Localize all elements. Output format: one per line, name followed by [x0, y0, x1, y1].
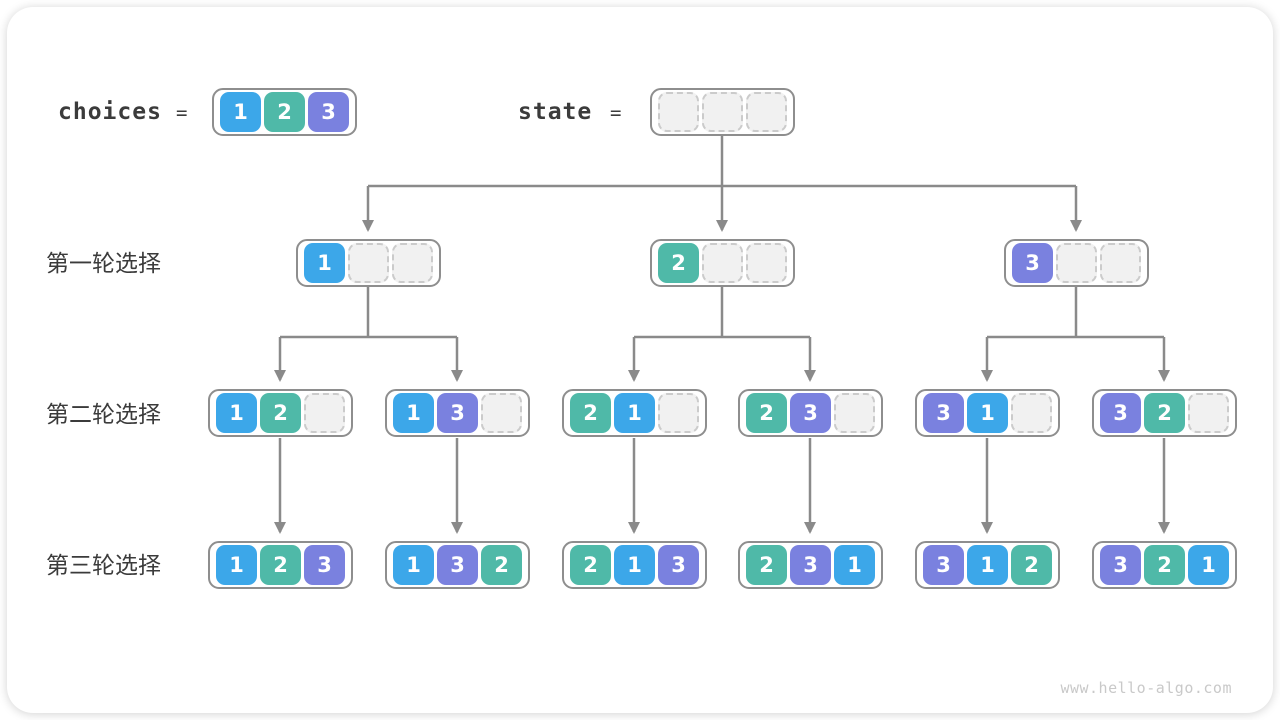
empty-cell: [834, 393, 875, 433]
state-label: state: [518, 99, 593, 125]
array-cell: 2: [570, 545, 611, 585]
state-box-round1: 1: [296, 239, 441, 287]
empty-cell: [1056, 243, 1097, 283]
empty-cell: [348, 243, 389, 283]
array-cell: 3: [923, 545, 964, 585]
empty-cell: [702, 92, 743, 132]
array-cell: 1: [304, 243, 345, 283]
array-cell: 1: [967, 393, 1008, 433]
array-cell: 1: [614, 393, 655, 433]
choices-label: choices: [58, 99, 162, 125]
round-3-label: 第三轮选择: [46, 552, 161, 578]
array-cell: 3: [1100, 393, 1141, 433]
array-cell: 3: [437, 393, 478, 433]
array-cell: 3: [308, 92, 349, 132]
array-cell: 1: [614, 545, 655, 585]
connector-lines: [274, 136, 1170, 534]
array-cell: 1: [216, 393, 257, 433]
array-cell: 3: [1012, 243, 1053, 283]
array-cell: 2: [746, 393, 787, 433]
empty-cell: [658, 393, 699, 433]
state-box-round1: 3: [1004, 239, 1149, 287]
empty-cell: [658, 92, 699, 132]
array-cell: 3: [1100, 545, 1141, 585]
empty-cell: [1011, 393, 1052, 433]
array-cell: 2: [1144, 393, 1185, 433]
empty-cell: [746, 92, 787, 132]
array-cell: 2: [658, 243, 699, 283]
array-cell: 3: [658, 545, 699, 585]
empty-cell: [392, 243, 433, 283]
empty-cell: [1188, 393, 1229, 433]
state-array: [650, 88, 795, 136]
array-cell: 1: [1188, 545, 1229, 585]
choices-equals-sign: =: [176, 102, 188, 124]
array-cell: 1: [216, 545, 257, 585]
round-1-label: 第一轮选择: [46, 250, 161, 276]
array-cell: 2: [260, 393, 301, 433]
array-cell: 3: [304, 545, 345, 585]
array-cell: 2: [260, 545, 301, 585]
empty-cell: [481, 393, 522, 433]
empty-cell: [702, 243, 743, 283]
array-cell: 1: [967, 545, 1008, 585]
empty-cell: [1100, 243, 1141, 283]
array-cell: 2: [570, 393, 611, 433]
round-2-label: 第二轮选择: [46, 401, 161, 427]
array-cell: 1: [393, 393, 434, 433]
array-cell: 1: [393, 545, 434, 585]
empty-cell: [746, 243, 787, 283]
array-cell: 1: [834, 545, 875, 585]
empty-cell: [304, 393, 345, 433]
array-cell: 3: [923, 393, 964, 433]
array-cell: 3: [790, 545, 831, 585]
array-cell: 2: [1011, 545, 1052, 585]
array-cell: 2: [1144, 545, 1185, 585]
state-equals-sign: =: [610, 102, 622, 124]
array-cell: 2: [746, 545, 787, 585]
array-cell: 3: [437, 545, 478, 585]
array-cell: 3: [790, 393, 831, 433]
array-cell: 1: [220, 92, 261, 132]
watermark-text: www.hello-algo.com: [1060, 679, 1232, 697]
array-cell: 2: [264, 92, 305, 132]
array-cell: 2: [481, 545, 522, 585]
state-box-round1: 2: [650, 239, 795, 287]
